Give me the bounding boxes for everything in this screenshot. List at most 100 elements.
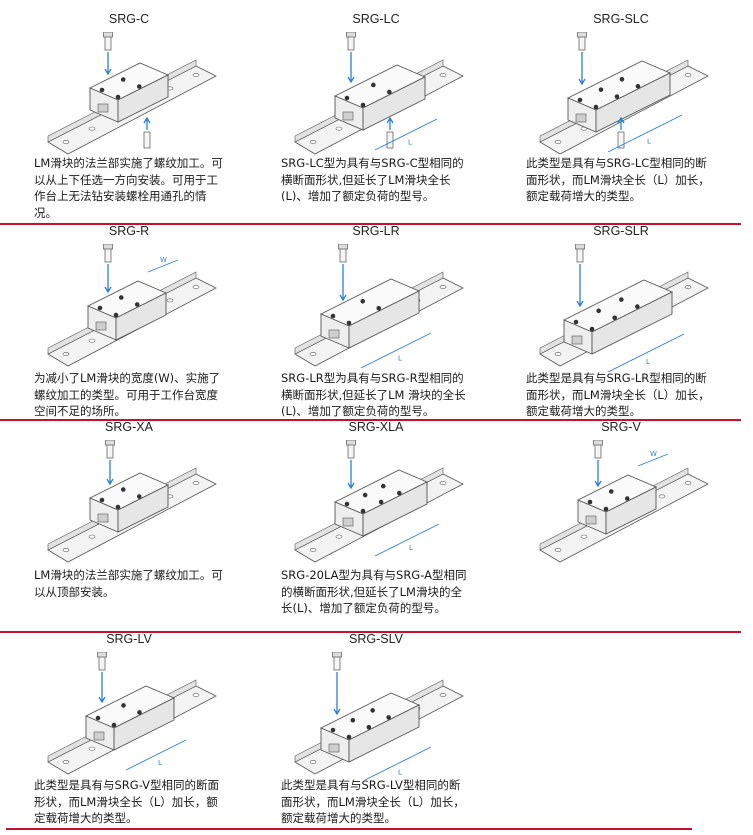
mounting-hole — [362, 492, 368, 498]
end-seal — [97, 513, 109, 523]
rail-hole — [62, 548, 70, 552]
block-side — [595, 72, 671, 133]
guide-svg: L — [294, 652, 464, 780]
product-illustration: L — [538, 244, 713, 372]
bottom-bolt — [143, 131, 151, 149]
block-side — [605, 486, 657, 535]
rail-hole — [309, 548, 317, 552]
bolt-head — [338, 244, 348, 250]
mounting-hole — [396, 490, 402, 496]
product-title: SRG-V — [601, 420, 641, 434]
mount-arrow — [104, 52, 112, 76]
rail-hole — [62, 140, 70, 144]
guide-svg — [47, 440, 217, 563]
guide-drawing: L — [294, 652, 464, 780]
mounting-hole — [603, 506, 609, 512]
mount-arrow — [576, 264, 584, 308]
product-illustration: L — [293, 32, 468, 160]
row-separator — [0, 419, 741, 421]
mounting-hole — [344, 95, 350, 101]
mount-arrow — [104, 264, 112, 294]
product-description: SRG-LR型为具有与SRG-R型相同的横断面形状,但延长了LM 滑块的全长(L… — [281, 371, 466, 418]
product-illustration: L — [293, 652, 468, 780]
product-title: SRG-SLC — [593, 12, 649, 26]
mounting-hole — [624, 496, 630, 501]
product-title: SRG-SLV — [349, 632, 403, 646]
rail-hole — [554, 352, 562, 356]
guide-drawing: L — [294, 440, 464, 563]
rail-hole — [554, 140, 562, 144]
length-dimension-label: L — [158, 759, 162, 767]
mounting-hole — [619, 297, 624, 302]
product-illustration: L — [538, 32, 713, 160]
block-side — [113, 697, 175, 751]
mounting-hole — [344, 501, 350, 507]
row-separator — [0, 223, 741, 225]
length-dimension-label: L — [646, 358, 650, 366]
end-seal — [342, 517, 354, 527]
guide-drawing: L — [294, 244, 464, 369]
product-title: SRG-SLR — [593, 224, 649, 238]
guide-drawing: L — [539, 244, 709, 372]
rail-hole — [580, 534, 588, 539]
mounting-hole — [608, 489, 614, 494]
rail-hole — [554, 548, 562, 552]
product-title: SRG-XA — [105, 420, 153, 434]
product-description: 为减小了LM滑块的宽度(W)、实施了螺纹加工的类型。可用于工作台宽度空间不足的场… — [34, 371, 221, 418]
length-dimension-label: L — [398, 769, 402, 777]
mount-arrow — [339, 264, 347, 302]
product-title: SRG-LR — [352, 224, 400, 238]
product-illustration: W — [538, 440, 713, 568]
bolt-head — [105, 440, 115, 446]
mounting-hole — [371, 82, 376, 88]
bolt-head — [346, 440, 356, 446]
mounting-hole — [137, 710, 142, 715]
length-dimension-line — [606, 333, 685, 372]
rail-hole — [88, 534, 96, 539]
mounting-hole — [587, 499, 593, 505]
block-side — [348, 704, 420, 763]
mounting-hole — [350, 717, 356, 723]
rail-hole — [192, 481, 200, 485]
end-seal — [342, 111, 354, 121]
bottom-mount-arrow — [143, 116, 151, 130]
rail-hole — [439, 285, 447, 289]
rail-hole — [309, 140, 317, 144]
product-description: 此类型是具有与SRG-LR型相同的断面形状，而LM滑块全长（L）加长，额定载荷增… — [526, 371, 710, 418]
mounting-hole — [635, 304, 640, 309]
mounting-hole — [635, 83, 641, 89]
rail-hole — [335, 534, 343, 539]
rail-hole — [439, 693, 447, 697]
mounting-hole — [370, 708, 375, 713]
product-title: SRG-R — [108, 224, 150, 238]
bolt-head — [97, 652, 107, 658]
mounting-hole — [346, 734, 352, 740]
product-description: 此类型是具有与SRG-V型相同的断面形状，而LM滑块全长（L）加长，额定载荷增大… — [34, 778, 220, 825]
product-title: SRG-XLA — [348, 420, 404, 434]
length-dimension-line — [125, 739, 187, 771]
end-seal — [328, 329, 340, 339]
mounting-hole — [589, 326, 595, 332]
rail-hole — [684, 73, 692, 77]
mounting-hole — [121, 703, 126, 708]
product-description: LM滑块的法兰部实施了螺纹加工。可以从上下任选一方向安装。可用于工作台上无法钻安… — [34, 156, 223, 220]
length-dimension-line — [607, 114, 683, 153]
guide-svg: L — [294, 244, 464, 369]
block-side — [362, 481, 428, 537]
guide-svg: L — [294, 32, 464, 155]
mounting-hole — [380, 483, 386, 489]
mounting-hole — [97, 305, 103, 311]
block-side — [591, 291, 673, 355]
mounting-hole — [593, 104, 599, 110]
mounting-hole — [330, 313, 336, 319]
mounting-hole — [612, 315, 617, 321]
guide-svg: L — [47, 652, 217, 775]
guide-drawing: W — [539, 440, 709, 563]
length-dimension-line — [360, 332, 432, 369]
bottom-mount-arrow — [386, 116, 394, 130]
mounting-hole — [360, 508, 366, 514]
mounting-hole — [386, 715, 391, 720]
block-side — [348, 290, 420, 349]
